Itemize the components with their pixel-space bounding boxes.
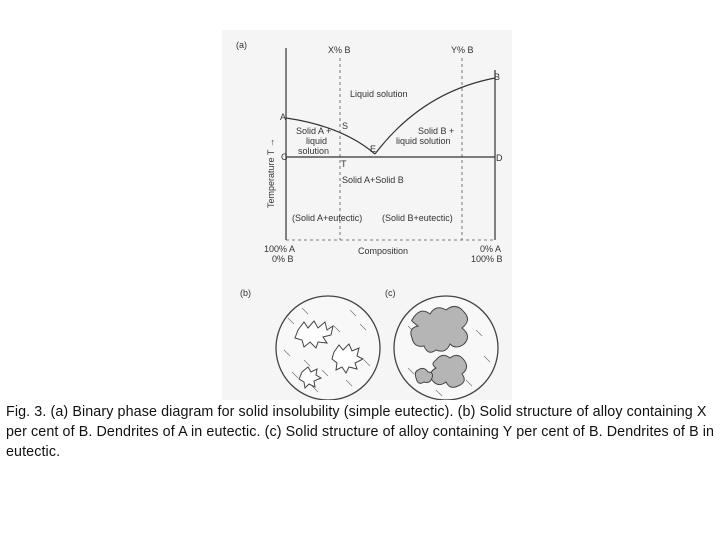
- liquidus-b-curve: [374, 77, 496, 155]
- panel-a-tag: (a): [236, 40, 247, 50]
- micrograph-b-circle: [275, 295, 381, 400]
- dendrite-b-3: [414, 367, 433, 384]
- dendrite-a-1: [294, 320, 334, 349]
- dendrite-a-3: [298, 366, 323, 390]
- solid-a-liquid-label-1: Solid A +: [296, 126, 331, 136]
- point-t-label: T: [341, 159, 347, 169]
- temperature-axis-title: Temperature T →: [266, 138, 276, 208]
- eutectic-b-label: (Solid B+eutectic): [382, 213, 453, 223]
- microstructure-c: [393, 295, 499, 400]
- left-axis-label-1: 100% A: [264, 244, 295, 254]
- solid-b-liquid-label-1: Solid B +: [418, 126, 454, 136]
- point-e-label: E: [370, 144, 376, 154]
- point-a-label: A: [280, 112, 286, 122]
- panel-c-tag: (c): [385, 288, 396, 298]
- composition-axis-title: Composition: [358, 246, 408, 256]
- microstructure-b: [275, 295, 381, 400]
- point-s-label: S: [342, 121, 348, 131]
- panel-b-tag: (b): [240, 288, 251, 298]
- phase-diagram-figure: (a) X% B Y% B A B C D S E T Liquid solut…: [222, 30, 512, 400]
- right-axis-label-1: 0% A: [480, 244, 501, 254]
- eutectic-hatching-b: [283, 307, 371, 393]
- point-b-label: B: [494, 72, 500, 82]
- figure-svg: (a) X% B Y% B A B C D S E T Liquid solut…: [236, 40, 503, 400]
- solid-a-b-label: Solid A+Solid B: [342, 175, 404, 185]
- solid-a-liquid-label-3: solution: [298, 146, 329, 156]
- point-c-label: C: [281, 152, 288, 162]
- eutectic-a-label: (Solid A+eutectic): [292, 213, 362, 223]
- figure-caption: Fig. 3. (a) Binary phase diagram for sol…: [6, 404, 715, 460]
- solid-b-liquid-label-2: liquid solution: [396, 136, 451, 146]
- x-percent-b-label: X% B: [328, 45, 351, 55]
- liquid-solution-label: Liquid solution: [350, 89, 408, 99]
- liquidus-a-curve: [285, 117, 376, 155]
- y-percent-b-label: Y% B: [451, 45, 474, 55]
- solid-a-liquid-label-2: liquid: [306, 136, 327, 146]
- left-axis-label-2: 0% B: [272, 254, 294, 264]
- right-axis-label-2: 100% B: [471, 254, 503, 264]
- point-d-label: D: [496, 153, 503, 163]
- dendrite-b-1: [410, 306, 468, 353]
- dendrite-a-2: [331, 343, 365, 374]
- dendrite-b-2: [430, 354, 468, 388]
